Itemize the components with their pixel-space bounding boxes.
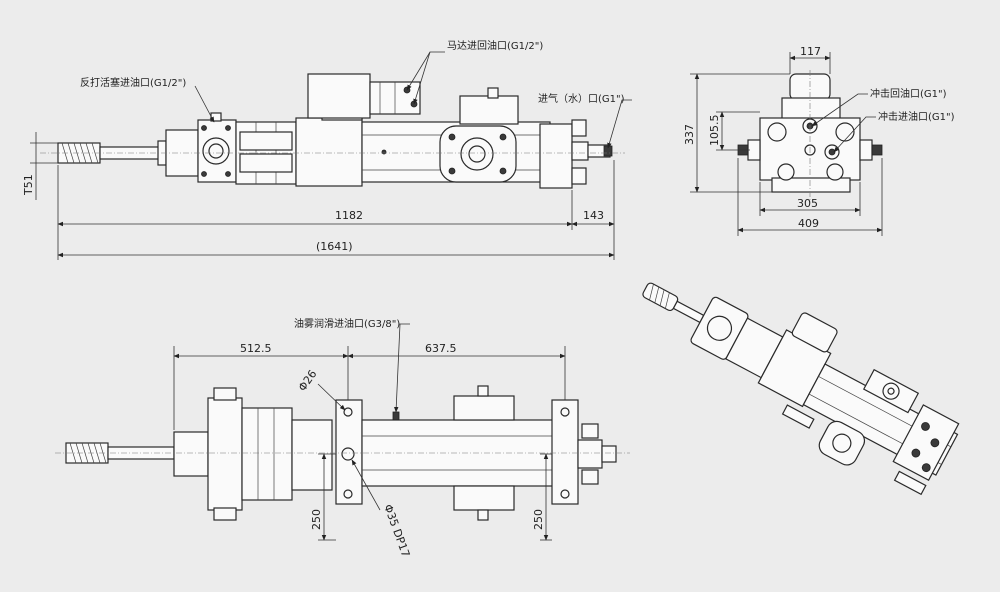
dim-26: Φ26 — [296, 368, 320, 394]
isometric-view — [642, 282, 960, 496]
motor — [307, 73, 371, 119]
label-impact-inlet: 冲击进油口(G1") — [878, 110, 955, 123]
dim-105: 105.5 — [708, 115, 721, 147]
dim-337: 337 — [683, 124, 696, 145]
dim-512: 512.5 — [240, 342, 272, 355]
end-view: 117 337 105.5 305 409 冲击回油口(G1") 冲击进油口(G… — [683, 45, 955, 236]
main-body — [295, 117, 363, 187]
top-front-head — [207, 397, 243, 511]
dim-305: 305 — [797, 197, 818, 210]
dim-250-a: 250 — [310, 509, 323, 530]
label-air-port: 进气（水）口(G1") — [538, 92, 625, 105]
label-motor-port: 马达进回油口(G1/2") — [447, 39, 543, 52]
label-mist-port: 油雾润滑进油口(G3/8") — [294, 317, 400, 330]
label-reverse-port: 反打活塞进油口(G1/2") — [80, 76, 186, 89]
mount-plate-front — [335, 399, 363, 505]
dim-1182: 1182 — [335, 209, 363, 222]
dim-35: Φ35 DP17 — [381, 503, 412, 559]
dim-250-b: 250 — [532, 509, 545, 530]
mount-plate-rear — [551, 399, 579, 505]
dim-1641: (1641) — [316, 240, 353, 253]
label-impact-return: 冲击回油口(G1") — [870, 87, 947, 100]
dim-117: 117 — [800, 45, 821, 58]
dim-143: 143 — [583, 209, 604, 222]
dim-637: 637.5 — [425, 342, 457, 355]
dim-409: 409 — [798, 217, 819, 230]
top-view: 512.5 637.5 250 250 Φ26 Φ35 DP17 油雾润滑进油口… — [55, 317, 630, 559]
side-view: 1182 143 (1641) T51 反打活塞进油口(G1/2") 马达进回油… — [22, 39, 632, 260]
dim-t51: T51 — [22, 174, 35, 196]
